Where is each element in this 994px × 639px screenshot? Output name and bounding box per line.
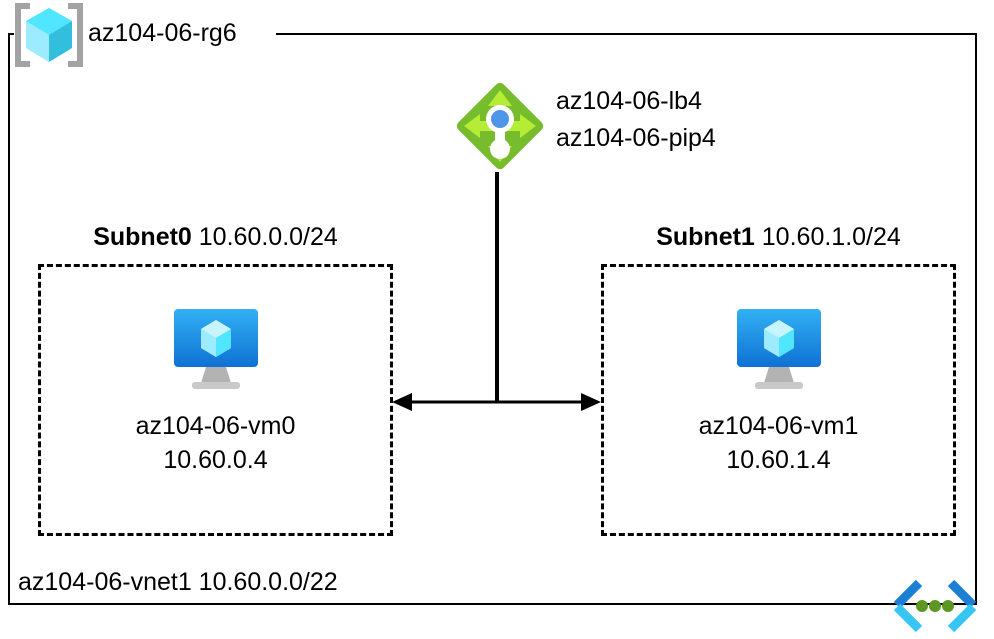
subnet-cidr-1: 10.60.1.0/24 — [761, 223, 901, 251]
vm-ip-1: 10.60.1.4 — [726, 446, 831, 474]
vm-labels-1: az104-06-vm1 10.60.1.4 — [601, 409, 956, 477]
vm-group-1: az104-06-vm1 10.60.1.4 — [601, 305, 956, 477]
load-balancer-icon — [456, 82, 544, 170]
vm-name-1: az104-06-vm1 — [698, 412, 859, 440]
vm-ip-0: 10.60.0.4 — [163, 446, 268, 474]
public-ip-name: az104-06-pip4 — [556, 124, 716, 152]
vm-name-0: az104-06-vm0 — [135, 412, 296, 440]
resource-group-label: az104-06-rg6 — [88, 19, 237, 47]
virtual-machine-icon — [173, 309, 258, 389]
vnet-label: az104-06-vnet1 10.60.0.0/22 — [18, 568, 338, 596]
vm-labels-0: az104-06-vm0 10.60.0.4 — [38, 409, 393, 477]
subnet-name-0: Subnet0 — [93, 223, 192, 251]
load-balancer-labels: az104-06-lb4 az104-06-pip4 — [556, 83, 716, 157]
virtual-network-icon — [893, 579, 977, 633]
subnet-title-1: Subnet1 10.60.1.0/24 — [601, 221, 956, 253]
subnet-box-1 — [601, 264, 956, 536]
subnet-cidr-0: 10.60.0.0/24 — [198, 223, 338, 251]
resource-group-boundary — [8, 33, 977, 605]
virtual-machine-icon — [736, 309, 821, 389]
load-balancer-name: az104-06-lb4 — [556, 87, 702, 115]
vm-group-0: az104-06-vm0 10.60.0.4 — [38, 305, 393, 477]
subnet-box-0 — [38, 264, 393, 536]
subnet-title-0: Subnet0 10.60.0.0/24 — [38, 221, 393, 253]
resource-group-cube-icon — [15, 3, 83, 67]
subnet-name-1: Subnet1 — [656, 223, 755, 251]
